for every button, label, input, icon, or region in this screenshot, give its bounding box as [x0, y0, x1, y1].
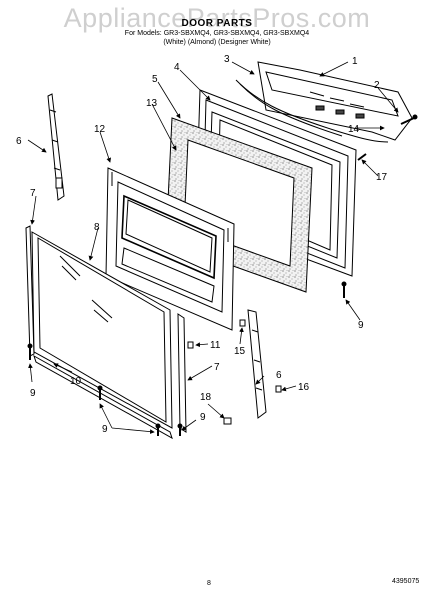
- watermark: AppliancePartsPros.com: [63, 3, 371, 33]
- callout-1: 1: [352, 56, 358, 67]
- callout-7-left: 7: [30, 188, 36, 199]
- callout-4: 4: [174, 62, 180, 73]
- document-number: 4395075: [392, 578, 420, 585]
- part-screws-9: [27, 281, 347, 436]
- part-side-trim: [177, 313, 187, 433]
- callout-12: 12: [94, 124, 106, 135]
- part-seal-left: [25, 225, 35, 357]
- callout-6-left: 6: [16, 136, 22, 147]
- callout-9-left: 9: [30, 388, 36, 399]
- part-screw-17: [357, 153, 367, 161]
- callout-17: 17: [376, 172, 388, 183]
- part-bottom-trim: [33, 354, 173, 440]
- callout-numbers: 1 2 3 4 5 6 6 7 7 8 9 9 9 9 10 11 12 13 …: [16, 54, 388, 435]
- part-door-trim-top: [235, 61, 413, 143]
- callout-9-right: 9: [358, 320, 364, 331]
- part-hinge-right: [247, 309, 267, 419]
- leader-lines: [27, 61, 399, 435]
- callout-15: 15: [234, 346, 246, 357]
- callout-5: 5: [152, 74, 158, 85]
- callout-14: 14: [348, 124, 360, 135]
- callout-8: 8: [94, 222, 100, 233]
- part-screw-2: [400, 114, 418, 125]
- part-hinge-left: [47, 93, 65, 201]
- part-door-glass: [31, 231, 173, 429]
- callout-18: 18: [200, 392, 212, 403]
- callout-10: 10: [70, 376, 82, 387]
- callout-16: 16: [298, 382, 310, 393]
- callout-9-bottom-right: 9: [200, 412, 206, 423]
- part-inner-door-panel: [105, 167, 235, 331]
- page-title: DOOR PARTS: [181, 18, 253, 29]
- callout-11: 11: [210, 340, 221, 351]
- callout-7-right: 7: [214, 362, 220, 373]
- callout-9-bottom: 9: [102, 424, 108, 435]
- part-clips: [187, 319, 282, 425]
- color-variants: (White) (Almond) (Designer White): [163, 39, 271, 46]
- callout-6-right: 6: [276, 370, 282, 381]
- model-list: For Models: GR3-SBXMQ4, GR3-SBXMQ4, GR3-…: [124, 30, 310, 37]
- callout-2: 2: [374, 80, 380, 91]
- callout-3: 3: [224, 54, 230, 65]
- page-number: 8: [207, 580, 211, 587]
- callout-13: 13: [146, 98, 158, 109]
